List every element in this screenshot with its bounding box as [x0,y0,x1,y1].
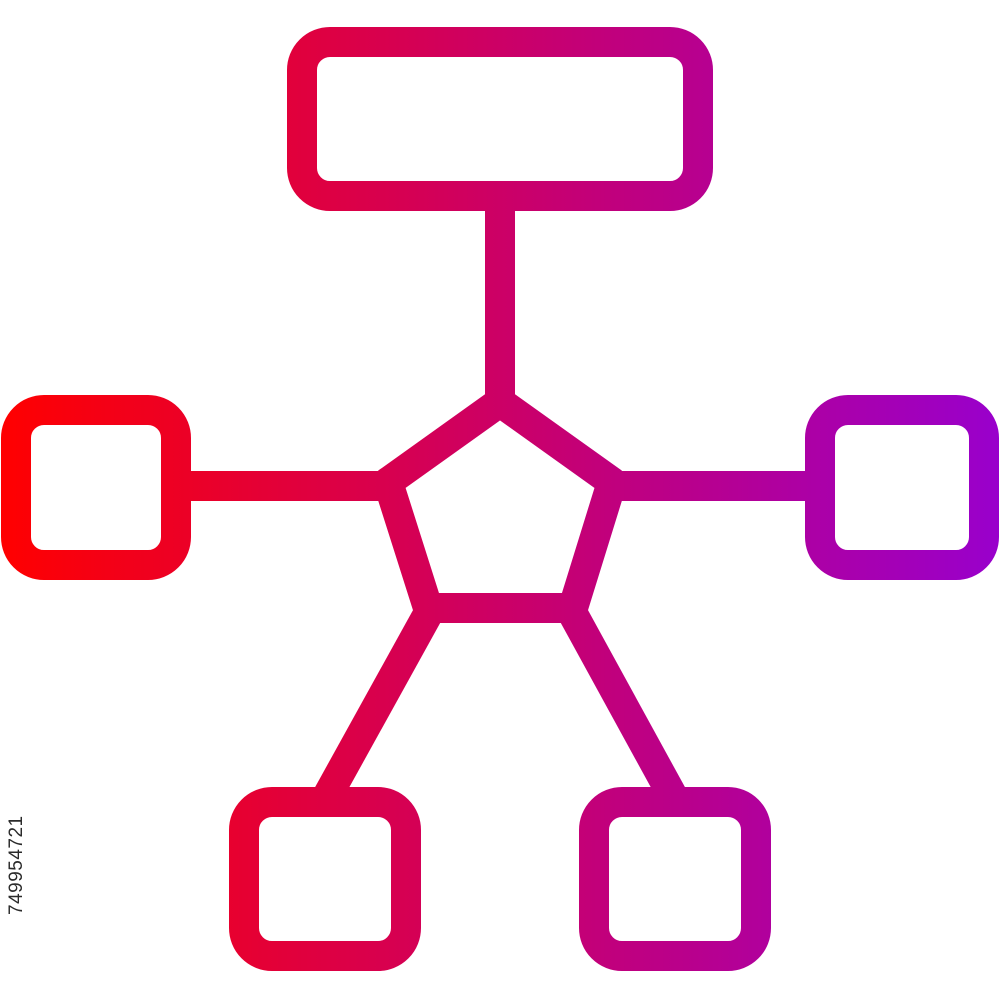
top-box [287,27,713,211]
connector-bottom-right [559,606,690,810]
bottom-right-box [579,787,771,971]
right-box [805,395,999,580]
stock-id-watermark: 749954721 [6,815,27,915]
bottom-left-box [229,787,421,971]
center-pentagon [373,387,627,623]
connector-bottom-left [310,606,442,810]
left-box [1,395,191,580]
